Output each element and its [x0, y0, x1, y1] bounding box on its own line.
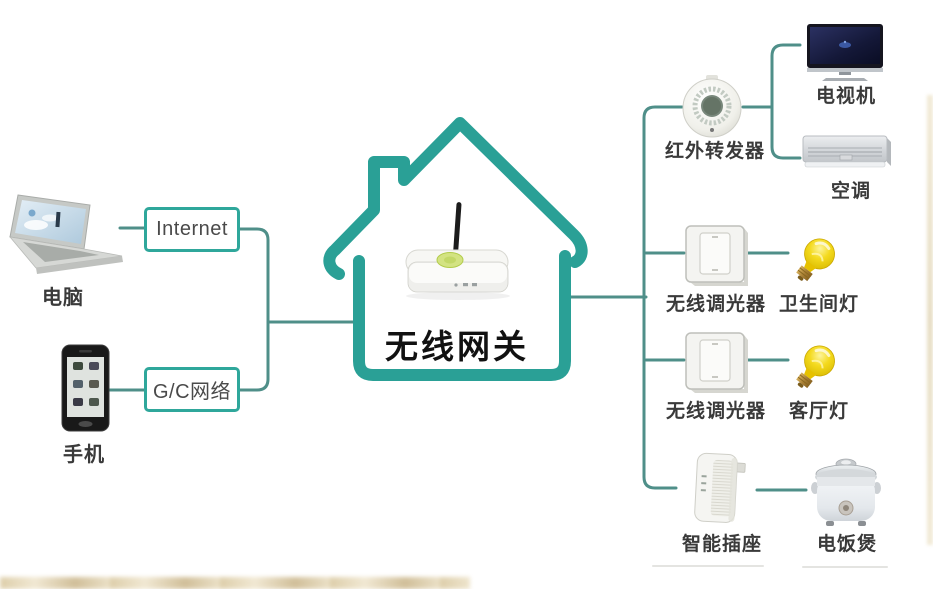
laptop-icon: [9, 194, 123, 274]
wireless-router-icon: [405, 202, 510, 300]
smart-socket-label: 智能插座: [681, 534, 762, 555]
air-conditioner-label: 空调: [830, 181, 871, 202]
phone-node: [61, 344, 112, 434]
rice-cooker-icon: [811, 458, 881, 526]
tv-label: 电视机: [815, 86, 876, 107]
house-walls: [353, 250, 571, 381]
smart-socket-node: [686, 450, 750, 528]
dimmer-bottom-node: [683, 332, 749, 394]
ir-repeater-node: [681, 75, 743, 139]
light-bulb-icon: [796, 238, 835, 282]
phone-label: 手机: [63, 444, 105, 466]
tv-icon: [807, 24, 883, 81]
smartphone-icon: [61, 344, 110, 432]
dimmer-top-label: 无线调光器: [665, 294, 766, 315]
smart-plug-icon: [694, 452, 746, 523]
computer-node: [2, 192, 128, 276]
air-conditioner-icon: [802, 135, 891, 168]
house-outline-icon: [323, 117, 588, 381]
bathroom-light-label: 卫生间灯: [778, 294, 859, 315]
right-edge-strip: [927, 95, 933, 545]
connector-lines: [108, 43, 808, 492]
cooker-shadow-line: [802, 566, 888, 568]
house-roof-chimney: [323, 117, 588, 280]
socket-shadow-line: [652, 565, 764, 567]
living-room-light-node: [786, 342, 842, 398]
gc-network-box: G/C网络: [144, 367, 240, 412]
dimmer-bottom-label: 无线调光器: [665, 401, 766, 422]
bottom-texture-band: [0, 577, 470, 589]
gc-network-box-label: G/C网络: [152, 381, 232, 403]
light-bulb-icon: [796, 345, 835, 389]
bathroom-light-node: [786, 235, 842, 291]
wall-dimmer-icon: [685, 332, 748, 393]
internet-box-label: Internet: [156, 218, 228, 240]
ir-repeater-label: 红外转发器: [664, 141, 765, 162]
gateway-label: 无线网关: [385, 328, 529, 365]
living-room-light-label: 客厅灯: [788, 401, 849, 422]
internet-box: Internet: [144, 207, 240, 252]
computer-label: 电脑: [42, 287, 84, 309]
gateway-node: [398, 200, 516, 304]
air-conditioner-node: [802, 134, 892, 174]
wall-dimmer-icon: [685, 225, 748, 286]
ir-repeater-icon: [682, 75, 742, 138]
rice-cooker-label: 电饭煲: [816, 534, 877, 555]
rice-cooker-node: [810, 455, 882, 531]
dimmer-top-node: [683, 225, 749, 287]
tv-node: [806, 24, 886, 81]
